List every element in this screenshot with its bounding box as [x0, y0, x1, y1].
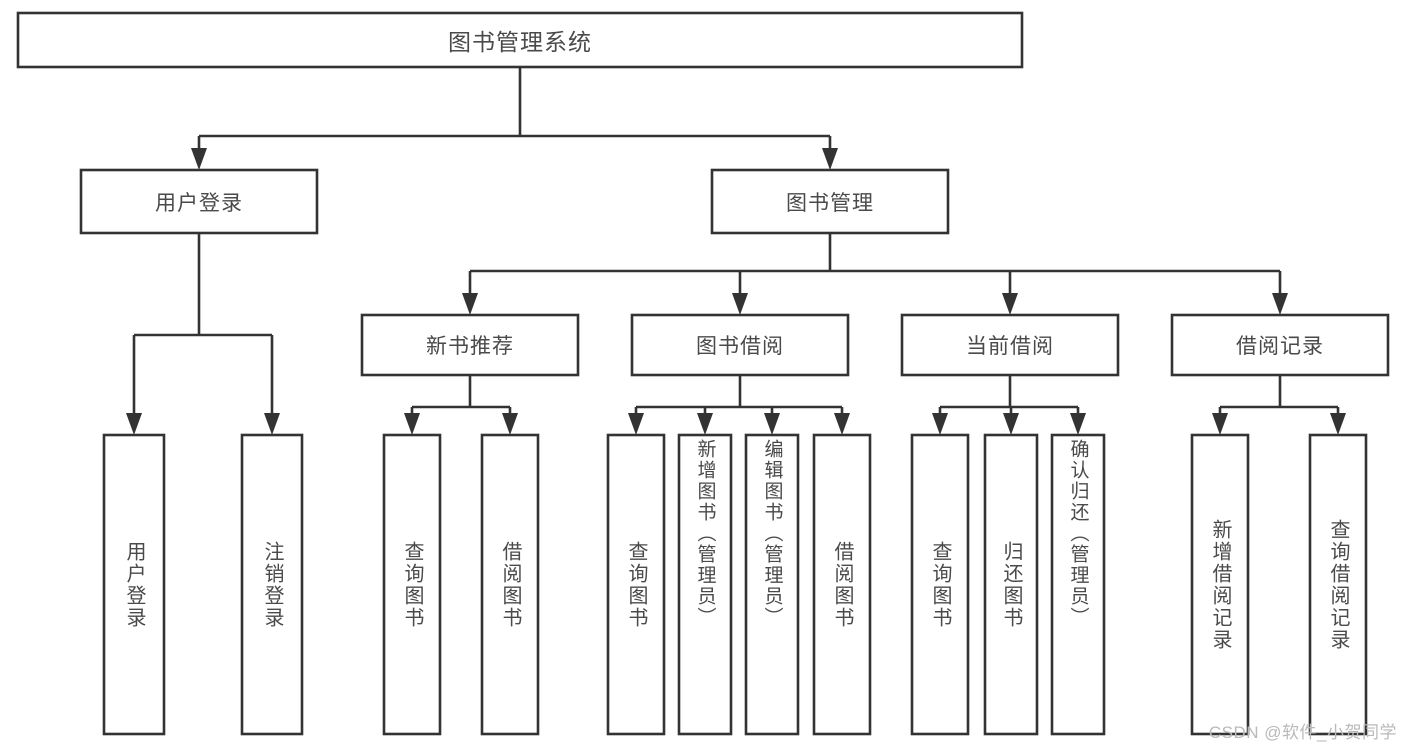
node-box-current-borrow[interactable]: [900, 313, 1120, 377]
arrow-head-cb-confirm: [1070, 413, 1086, 435]
arrow-head-borrow: [732, 293, 748, 315]
arrow-head-user-login: [191, 148, 207, 170]
arrow-head-current: [1002, 293, 1018, 315]
arrow-head-new-books: [462, 293, 478, 315]
arrow-head-nb-borrow: [502, 413, 518, 435]
arrow-head-br-add: [1212, 413, 1228, 435]
arrow-head-cb-query: [932, 413, 948, 435]
leaf-box-br-add-record[interactable]: [1190, 433, 1250, 736]
node-box-user-login[interactable]: [79, 168, 319, 235]
leaf-box-user-login[interactable]: [102, 433, 166, 736]
arrow-head-leaf-user-login: [126, 413, 142, 435]
arrow-head-nb-query: [404, 413, 420, 435]
node-box-root[interactable]: [16, 11, 1024, 69]
arrow-head-bb-edit: [764, 413, 780, 435]
leaf-box-bb-edit-book[interactable]: [744, 433, 800, 736]
arrow-head-bb-borrow: [834, 413, 850, 435]
arrow-head-book-manage: [822, 148, 838, 170]
arrow-head-records: [1272, 293, 1288, 315]
leaf-box-nb-borrow-book[interactable]: [480, 433, 540, 736]
node-box-new-books[interactable]: [360, 313, 580, 377]
arrow-head-bb-query: [628, 413, 644, 435]
arrow-head-bb-add: [697, 413, 713, 435]
arrow-head-br-query: [1330, 413, 1346, 435]
node-box-borrow-records[interactable]: [1170, 313, 1390, 377]
leaf-box-cb-query-book[interactable]: [910, 433, 970, 736]
leaf-box-bb-add-book[interactable]: [677, 433, 733, 736]
leaf-box-br-query-record[interactable]: [1308, 433, 1368, 736]
leaf-box-cb-confirm-return[interactable]: [1050, 433, 1106, 736]
leaf-box-bb-query-book[interactable]: [606, 433, 666, 736]
leaf-box-cb-return-book[interactable]: [983, 433, 1039, 736]
leaf-box-bb-borrow-book[interactable]: [812, 433, 872, 736]
leaf-box-logout[interactable]: [240, 433, 304, 736]
arrow-head-cb-return: [1003, 413, 1019, 435]
leaf-box-nb-query-book[interactable]: [382, 433, 442, 736]
node-box-book-borrow[interactable]: [630, 313, 850, 377]
arrow-head-leaf-logout: [264, 413, 280, 435]
node-box-book-manage[interactable]: [710, 168, 950, 235]
